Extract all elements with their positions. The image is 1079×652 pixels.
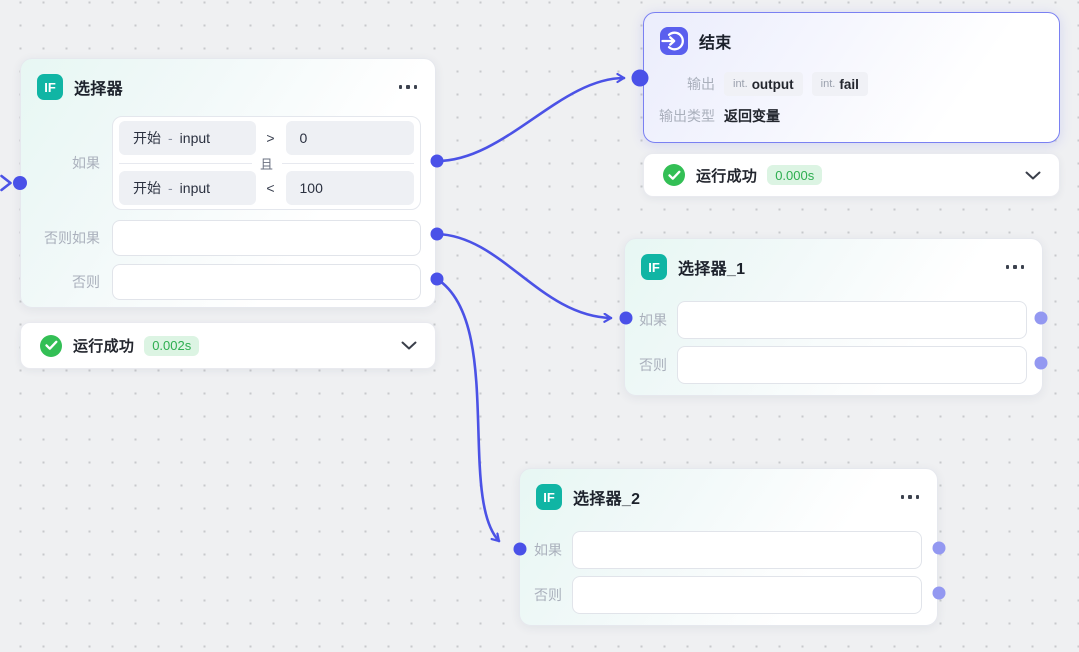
- if-branch-label: 如果: [639, 312, 667, 328]
- else-branch-label: 否则: [72, 274, 100, 290]
- else-branch-label: 否则: [639, 357, 667, 373]
- chevron-down-icon[interactable]: [401, 341, 417, 350]
- output-variable-pill[interactable]: int. output: [724, 72, 803, 96]
- if-node-icon: IF: [641, 254, 667, 280]
- edge-incoming-arrow[interactable]: [0, 174, 12, 192]
- more-menu-icon[interactable]: [1004, 261, 1027, 273]
- run-status-bar-selector[interactable]: 运行成功 0.002s: [20, 322, 436, 369]
- condition-row: 开始 - input > 0: [119, 121, 414, 155]
- condition-variable-ref[interactable]: 开始 - input: [119, 171, 256, 205]
- more-menu-icon[interactable]: [397, 81, 420, 93]
- condition-value-input[interactable]: 100: [285, 171, 414, 205]
- and-divider: 且: [119, 155, 414, 172]
- if-icon-label: IF: [648, 259, 660, 275]
- run-status-bar-end[interactable]: 运行成功 0.000s: [643, 153, 1060, 197]
- edge-if-to-end[interactable]: [435, 78, 626, 163]
- ref-node: 开始: [133, 180, 161, 196]
- run-status-text: 运行成功: [696, 167, 758, 185]
- condition-operator[interactable]: >: [266, 130, 275, 146]
- node-selector-2-body: 如果 否则: [520, 521, 937, 628]
- variable-type: int.: [733, 78, 748, 90]
- variable-name: fail: [839, 76, 859, 92]
- ref-field: input: [179, 130, 211, 146]
- and-label[interactable]: 且: [259, 156, 273, 172]
- if-branch-label: 如果: [534, 542, 562, 558]
- if-branch-label: 如果: [72, 155, 100, 171]
- else-condition-input[interactable]: [112, 264, 421, 300]
- elseif-branch-label: 否则如果: [44, 230, 100, 246]
- output-label: 输出: [687, 76, 715, 92]
- edge-else-to-selector2[interactable]: [435, 277, 501, 543]
- node-selector-1-header: IF 选择器_1: [625, 239, 1042, 291]
- ref-separator: -: [168, 130, 173, 146]
- output-type-label: 输出类型: [659, 108, 715, 124]
- if-condition-input[interactable]: [677, 301, 1027, 339]
- elseif-condition-input[interactable]: [112, 220, 421, 256]
- run-time-badge: 0.002s: [144, 335, 200, 356]
- node-end-body: 输出 int. output int. fail 输出类型 返回变量: [644, 65, 1059, 129]
- variable-type: int.: [820, 78, 836, 90]
- run-status-text: 运行成功: [73, 338, 135, 355]
- edge-elseif-to-selector1[interactable]: [435, 232, 613, 318]
- output-type-value: 返回变量: [724, 108, 780, 124]
- variable-name: output: [751, 76, 794, 92]
- node-selector-1[interactable]: IF 选择器_1 如果 否则: [624, 238, 1043, 396]
- success-check-icon: [663, 164, 685, 186]
- end-node-icon: [660, 27, 688, 55]
- success-check-icon: [40, 334, 62, 357]
- if-icon-label: IF: [44, 79, 56, 95]
- if-node-icon: IF: [37, 74, 63, 100]
- node-title: 结束: [699, 35, 732, 52]
- node-title: 选择器: [74, 81, 123, 98]
- condition-group[interactable]: 开始 - input > 0 且 开始: [112, 116, 421, 210]
- else-condition-input[interactable]: [677, 346, 1027, 384]
- run-time-badge: 0.000s: [767, 165, 823, 185]
- condition-value-input[interactable]: 0: [285, 121, 414, 155]
- node-end-header: 结束: [644, 13, 1059, 65]
- node-title: 选择器_1: [678, 261, 746, 278]
- condition-variable-ref[interactable]: 开始 - input: [119, 121, 256, 155]
- node-title: 选择器_2: [573, 491, 641, 508]
- node-selector-body: 如果 开始 - input > 0 且: [21, 111, 435, 313]
- chevron-down-icon[interactable]: [1025, 171, 1041, 180]
- if-node-icon: IF: [536, 484, 562, 510]
- if-condition-input[interactable]: [572, 531, 922, 569]
- more-menu-icon[interactable]: [899, 491, 922, 503]
- node-selector-1-body: 如果 否则: [625, 291, 1042, 398]
- node-selector[interactable]: IF 选择器 如果 开始 - input > 0: [20, 58, 436, 308]
- node-end[interactable]: 结束 输出 int. output int. fail 输出类型 返回变量: [643, 12, 1060, 143]
- ref-node: 开始: [133, 130, 161, 146]
- condition-row: 开始 - input < 100: [119, 171, 414, 205]
- node-selector-2[interactable]: IF 选择器_2 如果 否则: [519, 468, 938, 626]
- ref-field: input: [179, 180, 211, 196]
- node-selector-2-header: IF 选择器_2: [520, 469, 937, 521]
- output-variable-pill[interactable]: int. fail: [811, 72, 868, 96]
- else-condition-input[interactable]: [572, 576, 922, 614]
- ref-separator: -: [168, 180, 173, 196]
- if-icon-label: IF: [543, 489, 555, 505]
- else-branch-label: 否则: [534, 587, 562, 603]
- node-selector-header: IF 选择器: [21, 59, 435, 111]
- condition-operator[interactable]: <: [266, 180, 275, 196]
